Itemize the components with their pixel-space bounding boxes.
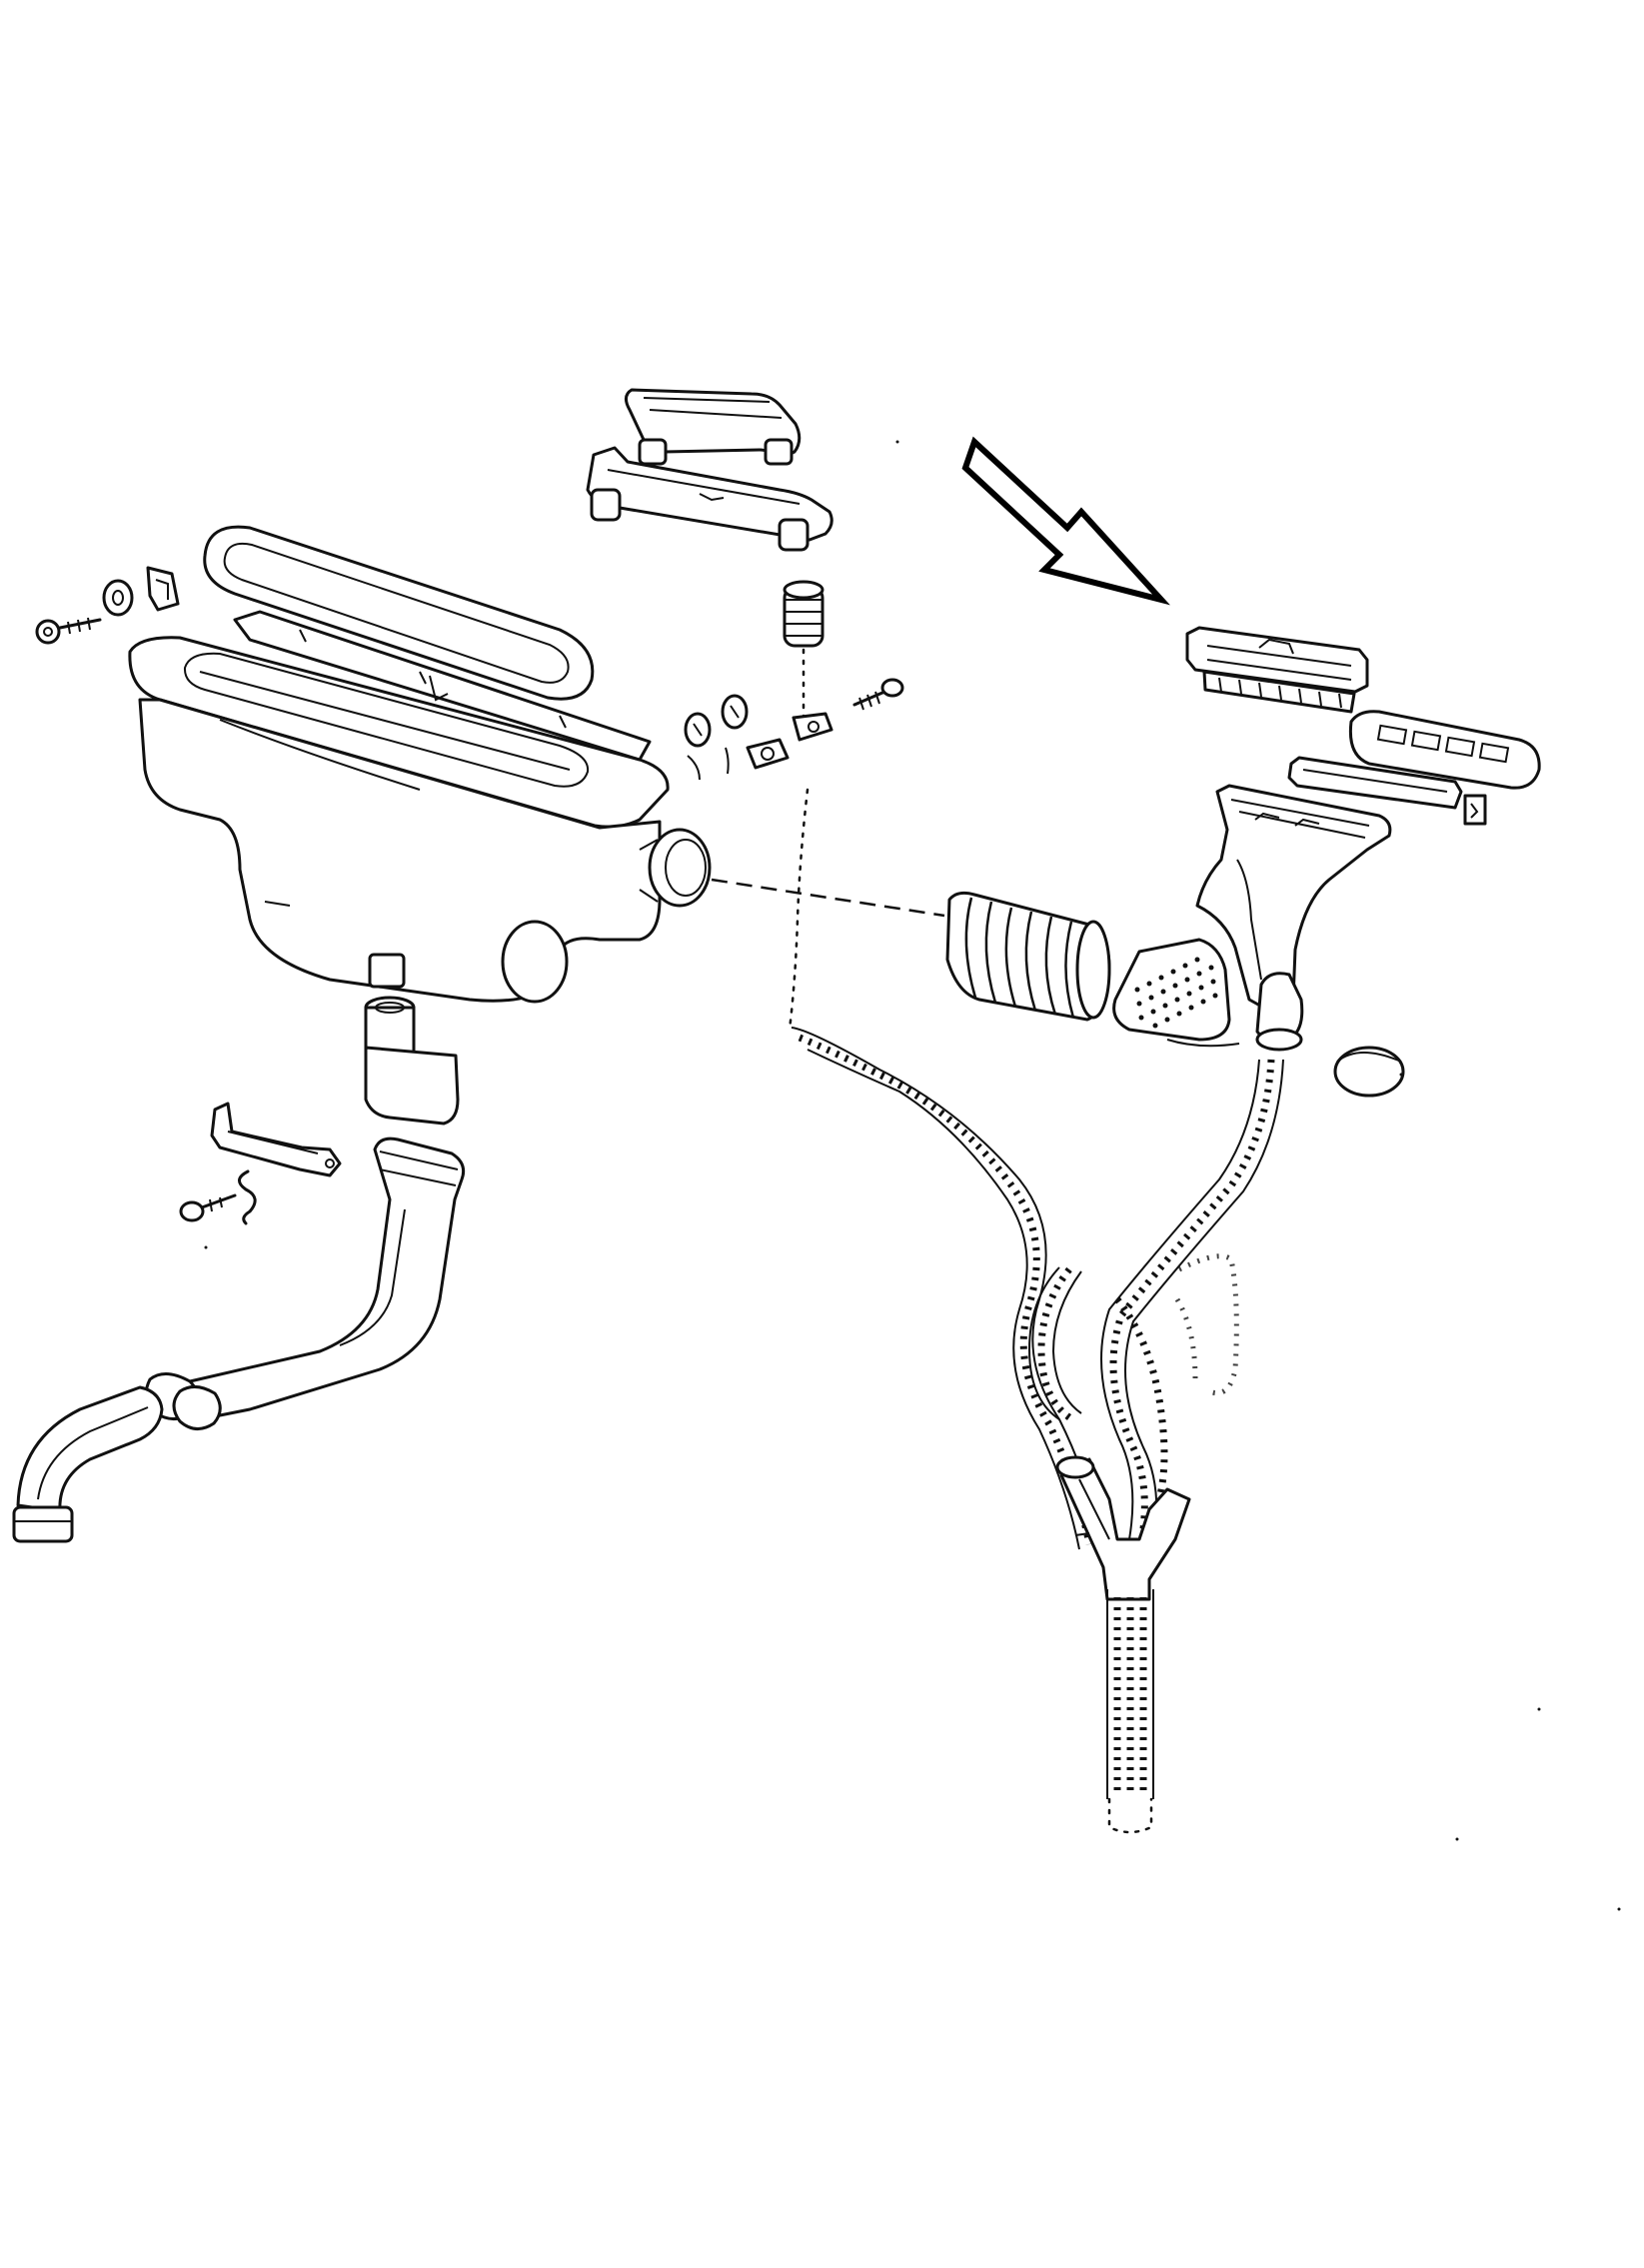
bracket-screw bbox=[179, 1193, 237, 1222]
hidden-hose-outline bbox=[1174, 1253, 1239, 1396]
small-screw bbox=[852, 678, 904, 711]
long-air-duct bbox=[144, 1136, 466, 1430]
louvre-cover bbox=[1348, 710, 1541, 790]
drain-elbow bbox=[364, 996, 460, 1126]
vent-spring-stack bbox=[783, 580, 824, 648]
distribution-duct bbox=[1112, 784, 1392, 1052]
callout-arrow-icon bbox=[961, 436, 1170, 606]
filter-perforation bbox=[1134, 957, 1218, 1029]
corrugated-hose-lower bbox=[1106, 1589, 1154, 1834]
air-flap-strip bbox=[233, 610, 652, 762]
small-clip bbox=[792, 712, 833, 742]
washer bbox=[102, 579, 134, 617]
vent-grille-insert bbox=[1185, 626, 1369, 714]
plug-cap bbox=[1333, 1046, 1405, 1098]
curved-end-duct bbox=[12, 1385, 164, 1543]
spring-clip bbox=[146, 566, 180, 612]
screw-left bbox=[58, 617, 102, 635]
bellows-hose bbox=[945, 891, 1111, 1022]
hose-clamp-a bbox=[684, 712, 712, 781]
upper-grille-frame bbox=[586, 446, 833, 552]
corrugated-hose-left bbox=[791, 1027, 1100, 1550]
retaining-clip bbox=[1463, 794, 1487, 826]
upper-grille-cap bbox=[625, 388, 802, 466]
y-junction bbox=[1055, 1455, 1191, 1601]
mounting-bracket bbox=[210, 1102, 342, 1177]
hose-clamp-b bbox=[721, 694, 749, 775]
corrugated-hose-right bbox=[1100, 1059, 1284, 1548]
foam-seal-ring bbox=[203, 525, 595, 701]
nut bbox=[35, 619, 61, 645]
grille-frame bbox=[1287, 756, 1463, 810]
corrugated-hose-crossing bbox=[1027, 1266, 1168, 1500]
grommet bbox=[746, 738, 790, 770]
scan-specks bbox=[204, 440, 1621, 1911]
heater-air-box bbox=[128, 636, 712, 1004]
s-hook bbox=[238, 1169, 257, 1225]
